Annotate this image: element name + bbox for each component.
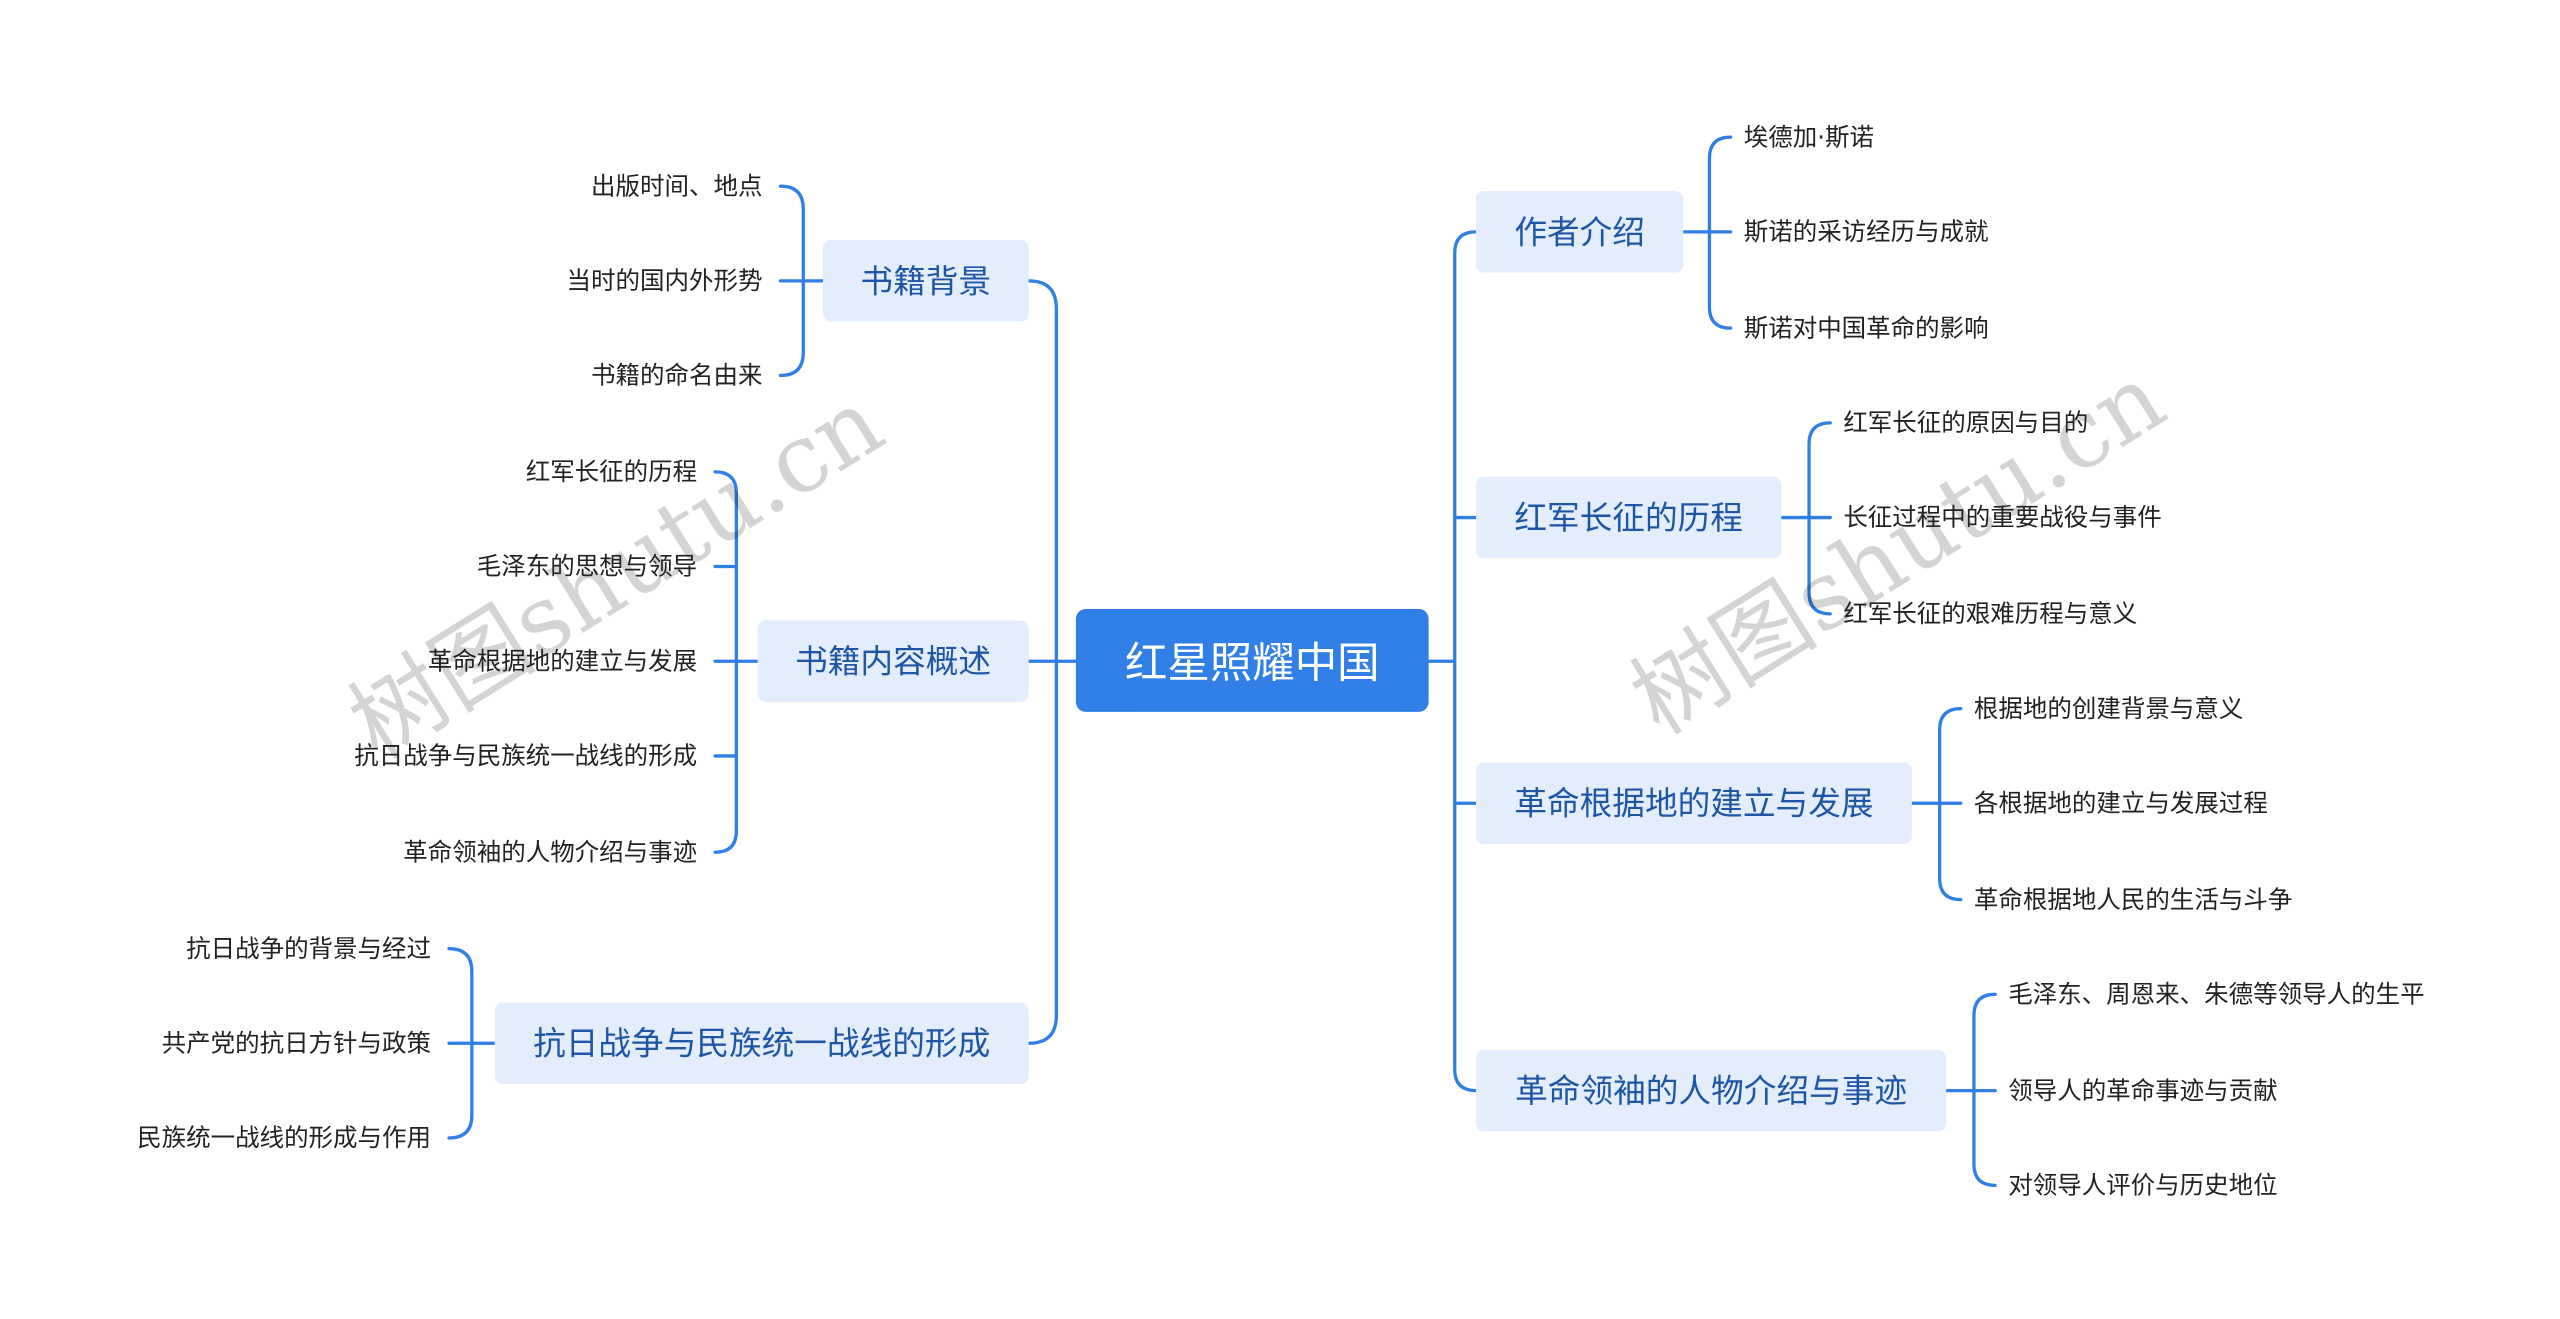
branch-revolutionary-leaders[interactable]: 革命领袖的人物介绍与事迹 [1475, 1049, 1947, 1132]
leaf-publication-time-place[interactable]: 出版时间、地点 [591, 171, 763, 201]
leaf-march-battles[interactable]: 长征过程中的重要战役与事件 [1843, 502, 2162, 533]
root-node[interactable]: 红星照耀中国 [1075, 608, 1429, 712]
leaf-base-people-life[interactable]: 革命根据地人民的生活与斗争 [1973, 884, 2293, 915]
branch-long-march[interactable]: 红军长征的历程 [1475, 476, 1782, 559]
leaf-content-leaders[interactable]: 革命领袖的人物介绍与事迹 [403, 837, 698, 867]
leaf-leaders-deeds[interactable]: 领导人的革命事迹与贡献 [2008, 1075, 2278, 1106]
leaf-war-background[interactable]: 抗日战争的背景与经过 [186, 933, 432, 964]
leaf-march-reasons[interactable]: 红军长征的原因与目的 [1843, 408, 2089, 438]
leaf-united-front-role[interactable]: 民族统一战线的形成与作用 [137, 1123, 432, 1153]
leaf-content-united-front[interactable]: 抗日战争与民族统一战线的形成 [354, 741, 698, 771]
leaf-content-mao-thought[interactable]: 毛泽东的思想与领导 [476, 551, 698, 582]
leaf-content-long-march[interactable]: 红军长征的历程 [525, 457, 698, 487]
leaf-party-policy[interactable]: 共产党的抗日方针与政策 [161, 1028, 432, 1058]
leaf-edgar-snow[interactable]: 埃德加·斯诺 [1743, 122, 1874, 152]
leaf-book-title-origin[interactable]: 书籍的命名由来 [591, 360, 763, 391]
branch-author-intro[interactable]: 作者介绍 [1475, 191, 1684, 273]
branch-content-overview[interactable]: 书籍内容概述 [757, 620, 1029, 703]
leaf-base-creation[interactable]: 根据地的创建背景与意义 [1973, 693, 2244, 724]
leaf-leaders-biography[interactable]: 毛泽东、周恩来、朱德等领导人的生平 [2008, 979, 2425, 1010]
leaf-content-bases[interactable]: 革命根据地的建立与发展 [427, 646, 698, 676]
leaf-march-significance[interactable]: 红军长征的艰难历程与意义 [1843, 599, 2138, 629]
branch-anti-japanese-war[interactable]: 抗日战争与民族统一战线的形成 [494, 1002, 1029, 1085]
leaf-snow-influence[interactable]: 斯诺对中国革命的影响 [1743, 313, 1989, 343]
branch-revolutionary-bases[interactable]: 革命根据地的建立与发展 [1475, 762, 1912, 845]
branch-book-background[interactable]: 书籍背景 [822, 240, 1029, 322]
leaf-snow-interviews[interactable]: 斯诺的采访经历与成就 [1743, 217, 1989, 247]
leaf-leaders-evaluation[interactable]: 对领导人评价与历史地位 [2008, 1170, 2278, 1201]
leaf-base-development[interactable]: 各根据地的建立与发展过程 [1973, 788, 2268, 818]
leaf-domestic-international-situation[interactable]: 当时的国内外形势 [566, 266, 763, 296]
